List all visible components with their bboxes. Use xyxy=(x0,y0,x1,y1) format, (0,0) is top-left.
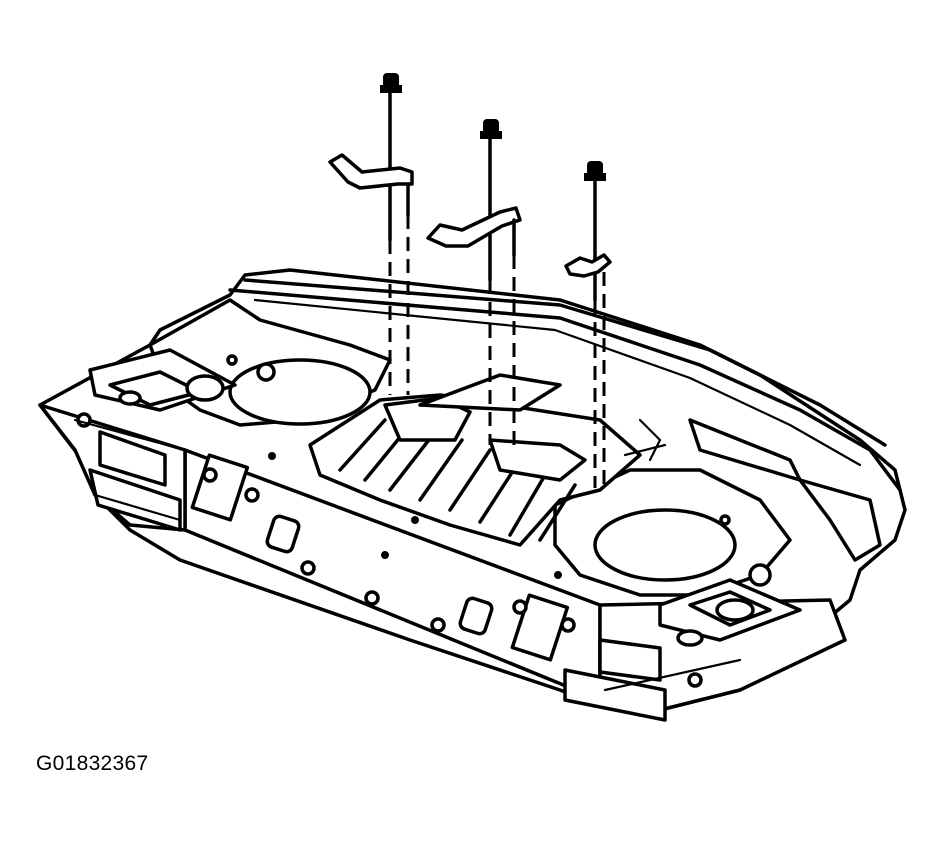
bracket-center xyxy=(426,206,522,448)
bolt-left xyxy=(380,73,402,395)
bolt-center xyxy=(480,119,502,445)
bolt-right xyxy=(584,161,606,488)
floor-ribs xyxy=(338,418,577,542)
bracket-left xyxy=(328,153,414,395)
bracket-right xyxy=(564,253,612,488)
figure-id-label: G01832367 xyxy=(36,752,149,775)
rear-compartment-panel xyxy=(38,268,907,722)
